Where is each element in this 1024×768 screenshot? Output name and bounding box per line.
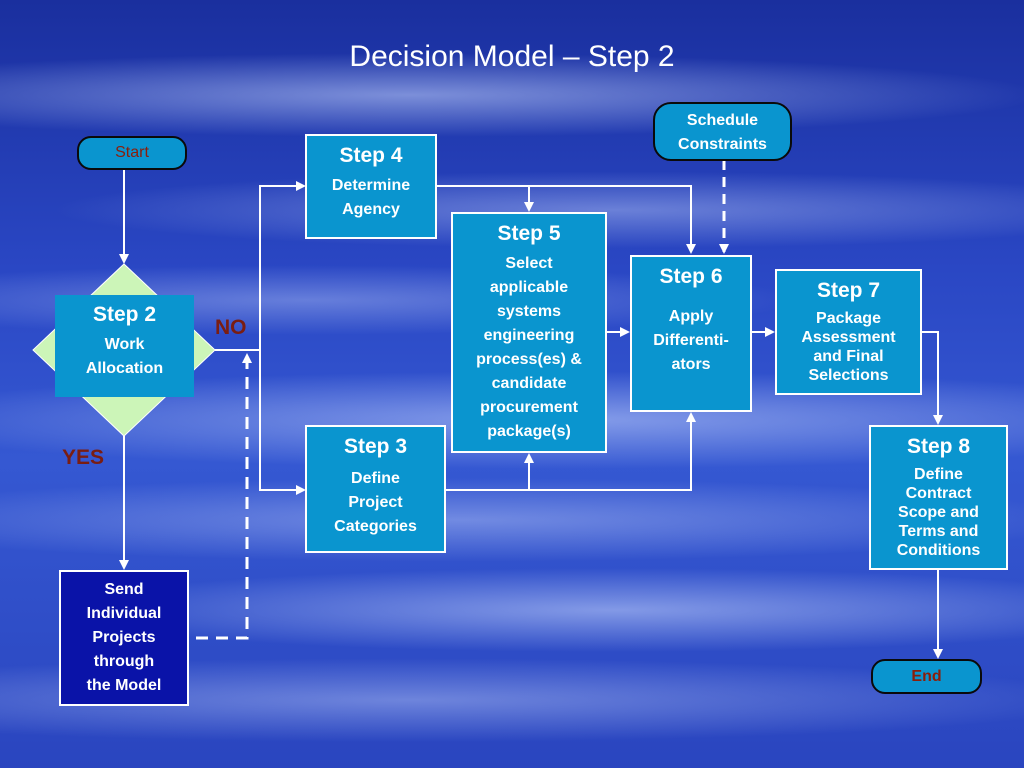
step-5-desc-3: systems bbox=[496, 303, 562, 320]
step-5-desc-6: candidate bbox=[491, 375, 567, 392]
end-terminal: End bbox=[871, 659, 982, 694]
step-7-desc-1: Package bbox=[816, 310, 881, 327]
connector-no-step4 bbox=[215, 181, 306, 351]
schedule-line-2: Constraints bbox=[678, 136, 767, 153]
step-6-desc-3: ators bbox=[671, 356, 711, 373]
step-5-box: Step 5 Select applicable systems enginee… bbox=[451, 212, 607, 453]
step-5-desc-5: process(es) & bbox=[476, 351, 582, 368]
page-title: Decision Model – Step 2 bbox=[349, 40, 675, 73]
step-2-desc-2: Allocation bbox=[85, 360, 164, 377]
step-4-box: Step 4 Determine Agency bbox=[305, 134, 437, 239]
connector-step3-step6 bbox=[446, 412, 696, 491]
step-6-desc-2: Differenti- bbox=[653, 332, 729, 349]
step-8-desc-1: Define bbox=[914, 466, 963, 483]
step-7-title: Step 7 bbox=[816, 279, 881, 302]
step-6-desc-1: Apply bbox=[668, 308, 714, 325]
step-8-desc-4: Terms and bbox=[898, 523, 979, 540]
no-label: NO bbox=[215, 316, 247, 339]
step-6-box: Step 6 Apply Differenti- ators bbox=[630, 255, 752, 412]
step-5-desc-2: applicable bbox=[489, 279, 569, 296]
send-projects-box: Send Individual Projects through the Mod… bbox=[59, 570, 189, 706]
step-7-desc-3: and Final bbox=[813, 348, 884, 365]
step-8-desc-5: Conditions bbox=[896, 542, 981, 559]
step-3-box: Step 3 Define Project Categories bbox=[305, 425, 446, 553]
step-5-desc-7: procurement bbox=[480, 399, 578, 416]
send-line-2: Individual bbox=[86, 605, 162, 622]
connector-no-step3 bbox=[259, 350, 306, 495]
step-7-desc-4: Selections bbox=[808, 367, 889, 384]
send-line-3: Projects bbox=[92, 629, 156, 646]
step-5-desc-8: package(s) bbox=[487, 423, 571, 440]
step-7-desc-2: Assessment bbox=[801, 329, 896, 346]
step-8-box: Step 8 Define Contract Scope and Terms a… bbox=[869, 425, 1008, 570]
step-8-title: Step 8 bbox=[906, 435, 971, 458]
start-label: Start bbox=[115, 144, 149, 161]
schedule-line-1: Schedule bbox=[686, 112, 759, 129]
step-6-title: Step 6 bbox=[659, 265, 723, 288]
connector-loop-back bbox=[196, 353, 252, 640]
step-8-desc-2: Contract bbox=[905, 485, 972, 502]
step-4-desc-1: Determine bbox=[331, 177, 411, 194]
step-2-title: Step 2 bbox=[92, 303, 157, 326]
step-3-desc-1: Define bbox=[351, 470, 400, 487]
step-2-desc-1: Work bbox=[104, 336, 145, 353]
step-3-title: Step 3 bbox=[343, 435, 408, 458]
step-5-title: Step 5 bbox=[497, 222, 561, 245]
step-3-desc-3: Categories bbox=[334, 518, 417, 535]
step-5-desc-4: engineering bbox=[483, 327, 575, 344]
step-4-title: Step 4 bbox=[339, 144, 403, 167]
step-7-box: Step 7 Package Assessment and Final Sele… bbox=[775, 269, 922, 395]
step-4-desc-2: Agency bbox=[342, 201, 400, 218]
start-terminal: Start bbox=[77, 136, 187, 170]
send-line-4: through bbox=[93, 653, 155, 670]
step-2-box: Step 2 Work Allocation bbox=[55, 295, 194, 397]
yes-label: YES bbox=[62, 446, 105, 469]
send-line-5: the Model bbox=[86, 677, 162, 694]
step-5-desc-1: Select bbox=[505, 255, 553, 272]
schedule-constraints: Schedule Constraints bbox=[653, 102, 792, 161]
step-3-desc-2: Project bbox=[348, 494, 403, 511]
send-line-1: Send bbox=[104, 581, 144, 598]
step-8-desc-3: Scope and bbox=[898, 504, 979, 521]
connector-step7-step8 bbox=[922, 331, 943, 425]
connector-step4-step6 bbox=[436, 185, 696, 254]
end-label: End bbox=[911, 668, 942, 685]
